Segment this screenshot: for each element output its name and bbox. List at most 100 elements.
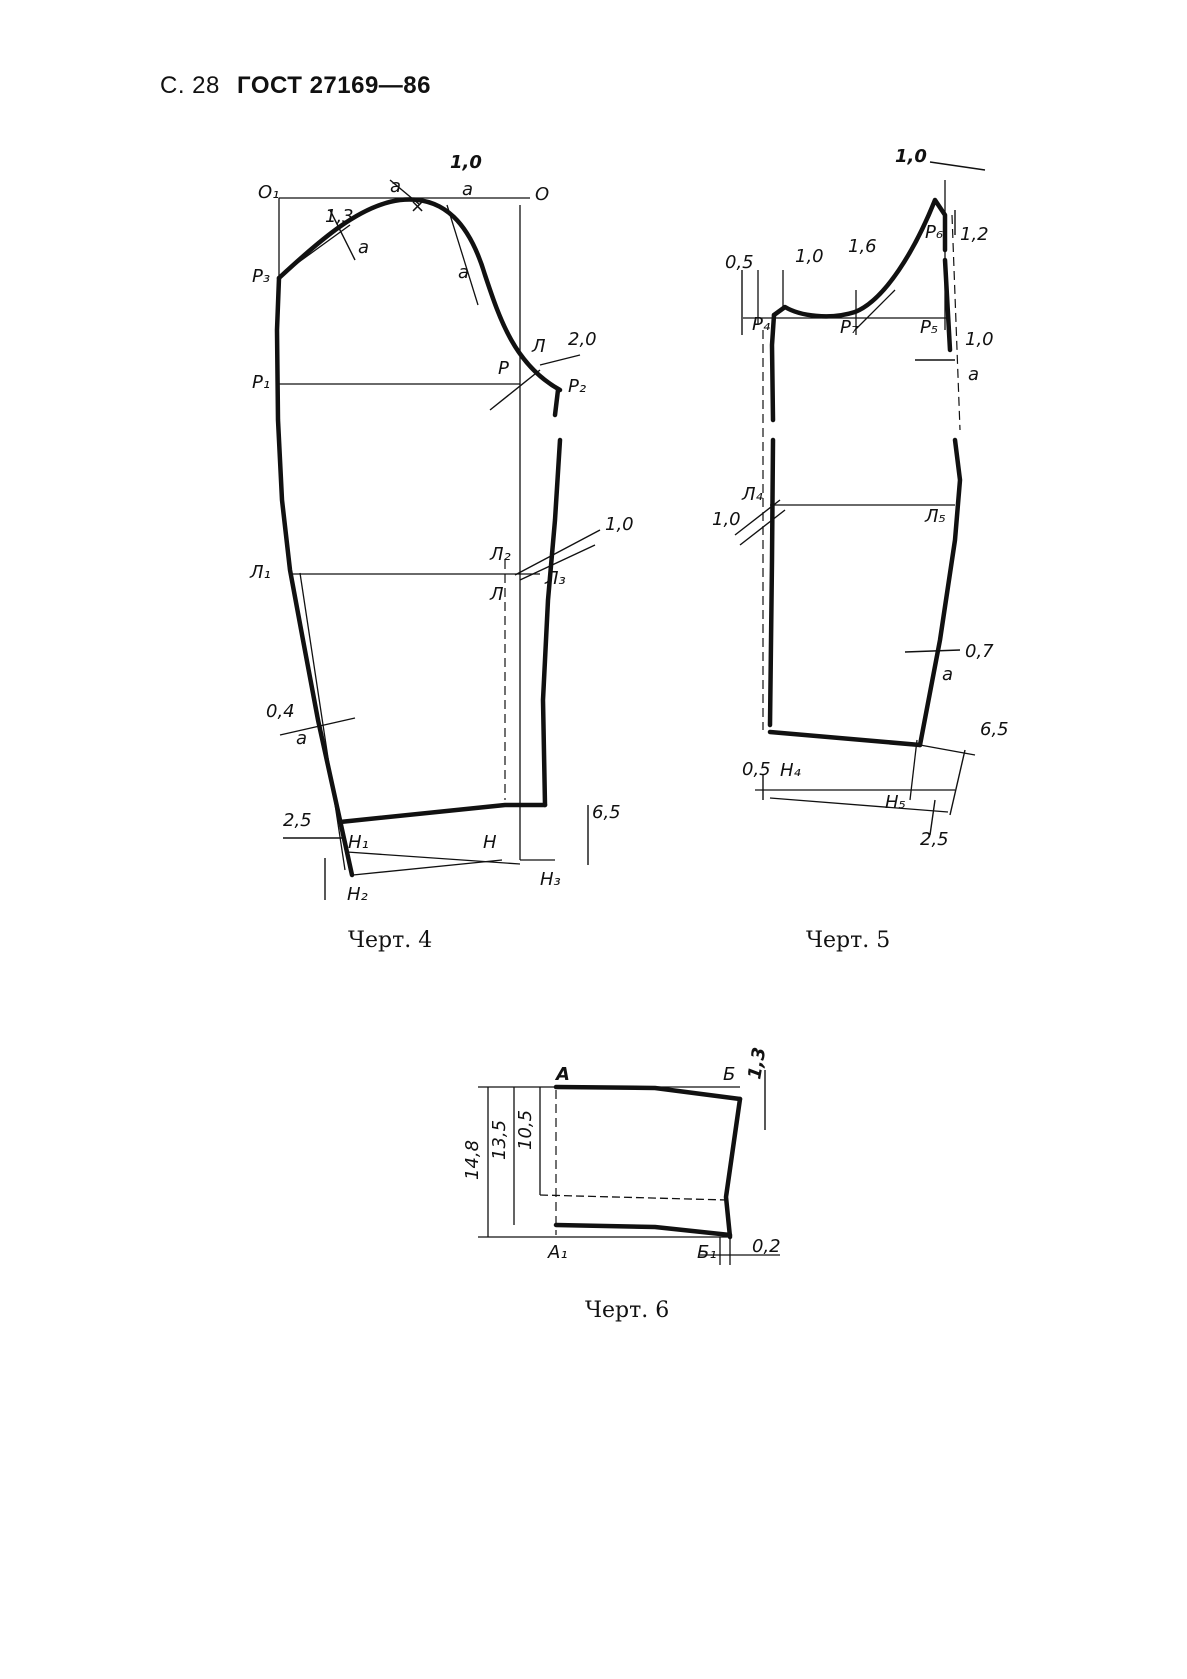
sleeve-cap-curve (276, 197, 563, 393)
dim-10b: 1,0 (605, 514, 634, 535)
cuff-bottom-edge (553, 1222, 733, 1238)
label-L5: Л₅ (924, 506, 946, 527)
dim-07-arrow (904, 649, 961, 653)
sleeve-hem (337, 802, 548, 825)
label-L3: Л₃ (544, 568, 566, 589)
label-A: А (554, 1064, 570, 1085)
label-P1: Р₁ (252, 372, 270, 393)
dim-20: 2,0 (568, 329, 597, 350)
mark-a-4: а (458, 262, 469, 283)
label-P6: Р₆ (925, 222, 943, 243)
dim-148: 14,8 (462, 1140, 483, 1180)
label-L4: Л₄ (741, 484, 764, 505)
dim-20-arrow-b (489, 369, 541, 411)
dim-25: 2,5 (920, 829, 949, 850)
dim-10r: 1,0 (965, 329, 994, 350)
figure-4-caption: Черт. 4 (348, 928, 433, 953)
label-H: Н (483, 832, 497, 853)
cap-tangent-line (446, 204, 479, 306)
label-B1: Б₁ (697, 1242, 717, 1263)
label-H1: Н₁ (348, 832, 369, 853)
dim-12: 1,2 (960, 224, 989, 245)
dim-10-top: 1,0 (895, 146, 927, 167)
dim-105: 10,5 (515, 1110, 536, 1150)
dim-10l: 1,0 (712, 509, 741, 530)
sleeve-front-seam (274, 275, 355, 878)
cap-midpoint-mark: × (410, 196, 425, 217)
label-P: Р (498, 358, 509, 379)
dim-65: 6,5 (980, 719, 1009, 740)
dim-04-arrow (279, 717, 356, 736)
cuff-top-edge (553, 1084, 743, 1102)
dim-05: 0,5 (725, 252, 754, 273)
dim-13-arrow (329, 209, 356, 261)
figure-6-drawing: А Б А₁ Б₁ 14,8 13,5 10,5 1,3 0,2 (462, 1046, 781, 1265)
mark-a-2: а (462, 179, 473, 200)
figure-4-drawing: × О₁ О Р₃ Р₁ Р₂ Р Л Л₁ Л₂ Л Л₃ Н₁ Н Н₂ Н… (249, 152, 634, 905)
label-O: О (535, 184, 549, 205)
dim-135: 13,5 (489, 1120, 510, 1160)
dim-10l-arrow (734, 499, 781, 536)
label-P7: Р₇ (840, 317, 859, 338)
label-L2: Л₂ (489, 544, 511, 565)
label-H2: Н₂ (347, 884, 368, 905)
mark-a-1: а (968, 364, 979, 385)
dim-10-arrow (389, 179, 421, 206)
label-H4: Н₄ (780, 760, 802, 781)
sleeve-back-seam (540, 437, 563, 808)
label-H3: Н₃ (540, 869, 561, 890)
under-tangent (854, 289, 896, 331)
under-sleeve-top (771, 197, 948, 319)
label-P3: Р₃ (252, 266, 270, 287)
dim-05b: 0,5 (742, 759, 771, 780)
label-L1: Л₁ (249, 562, 271, 583)
label-P5: Р₅ (920, 317, 938, 338)
standard-number: ГОСТ 27169—86 (237, 72, 431, 99)
dim-10a: 1,0 (795, 246, 824, 267)
label-L: Л (489, 584, 504, 605)
mark-a-3: а (358, 237, 369, 258)
under-sleeve-right-lower (917, 437, 963, 748)
dim-10: 1,0 (450, 152, 482, 173)
dim-07: 0,7 (965, 641, 994, 662)
under-sleeve-left-upper (769, 312, 777, 423)
dim-10-top-arrow (929, 161, 986, 171)
dim-02: 0,2 (752, 1236, 781, 1257)
under-hem-ext (919, 744, 976, 756)
cuff-right-edge (723, 1096, 743, 1240)
label-L-top: Л (531, 336, 546, 357)
dim-13: 1,3 (744, 1046, 770, 1081)
label-A1: А₁ (547, 1242, 568, 1263)
under-sleeve-right-upper (942, 257, 953, 353)
dim-25-arrow (929, 799, 936, 836)
mark-a-2: а (942, 664, 953, 685)
mark-a-1: а (390, 176, 401, 197)
figure-6-caption: Черт. 6 (585, 1298, 670, 1323)
dim-10b-arrow-b (519, 544, 596, 581)
dim-16: 1,6 (848, 236, 877, 257)
dim-20-arrow (539, 354, 581, 366)
cuff-fold-line (539, 1194, 728, 1201)
mark-a-5: а (296, 728, 307, 749)
figure-5-drawing: Р₄ Р₇ Р₅ Р₆ Л₄ Л₅ Н₄ Н₅ 1,0 0,5 1,0 1,6 … (712, 146, 1009, 850)
under-right-dashed (951, 214, 961, 431)
under-sleeve-hem (767, 729, 923, 748)
dim-13: 1,3 (325, 206, 354, 227)
page-header: С. 28 ГОСТ 27169—86 (160, 72, 431, 100)
label-H5: Н₅ (885, 792, 906, 813)
dim-25: 2,5 (283, 810, 312, 831)
label-P4: Р₄ (752, 314, 771, 335)
front-seam-guide (299, 572, 346, 871)
dim-65: 6,5 (592, 802, 621, 823)
under-hem-guide (909, 739, 918, 801)
label-B: Б (723, 1064, 735, 1085)
under-sleeve-left-lower (767, 437, 776, 728)
under-hem-line-b (769, 797, 949, 813)
page-number: С. 28 (160, 72, 220, 99)
hem-line-lower (352, 859, 503, 876)
label-O1: О₁ (258, 182, 279, 203)
dim-10b-arrow (514, 529, 601, 576)
sleeve-back-tip (552, 387, 561, 418)
label-P2: Р₂ (568, 376, 586, 397)
